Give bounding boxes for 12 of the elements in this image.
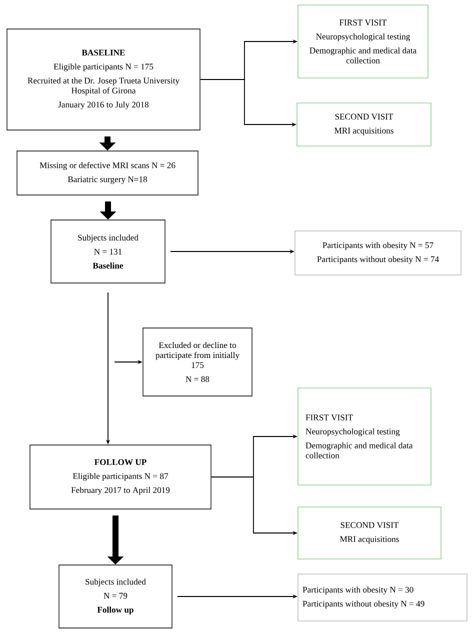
- visit-box: SECOND VISIT MRI acquisitions: [296, 102, 432, 146]
- process-box: Excluded or decline to participate from initially 175 N = 88: [142, 328, 252, 396]
- result-box: Participants with obesity N = 57 Participants without obesity N = 74: [294, 230, 462, 276]
- process-box: Subjects included N = 131 Baseline: [50, 220, 166, 284]
- process-box: Missing or defective MRI scans N = 26 Bariatric surgery N=18: [16, 150, 198, 196]
- process-box: BASELINE Eligible participants N = 175 Recruited at the Dr. Josep Trueta University Hospital of Girona January 2016 to July 2018: [6, 28, 200, 130]
- process-box: Subjects included N = 79 Follow up: [58, 564, 172, 628]
- process-box: FOLLOW UP Eligible participants N = 87 February 2017 to April 2019: [30, 444, 212, 510]
- visit-box: FIRST VISIT Neuropsychological testing Demographic and medical data collection: [298, 388, 432, 486]
- visit-box: FIRST VISIT Neuropsychological testing Demographic and medical data collection: [298, 4, 428, 78]
- visit-box: SECOND VISIT MRI acquisitions: [298, 506, 442, 560]
- result-box: Participants with obesity N = 30 Participants without obesity N = 49: [298, 574, 468, 622]
